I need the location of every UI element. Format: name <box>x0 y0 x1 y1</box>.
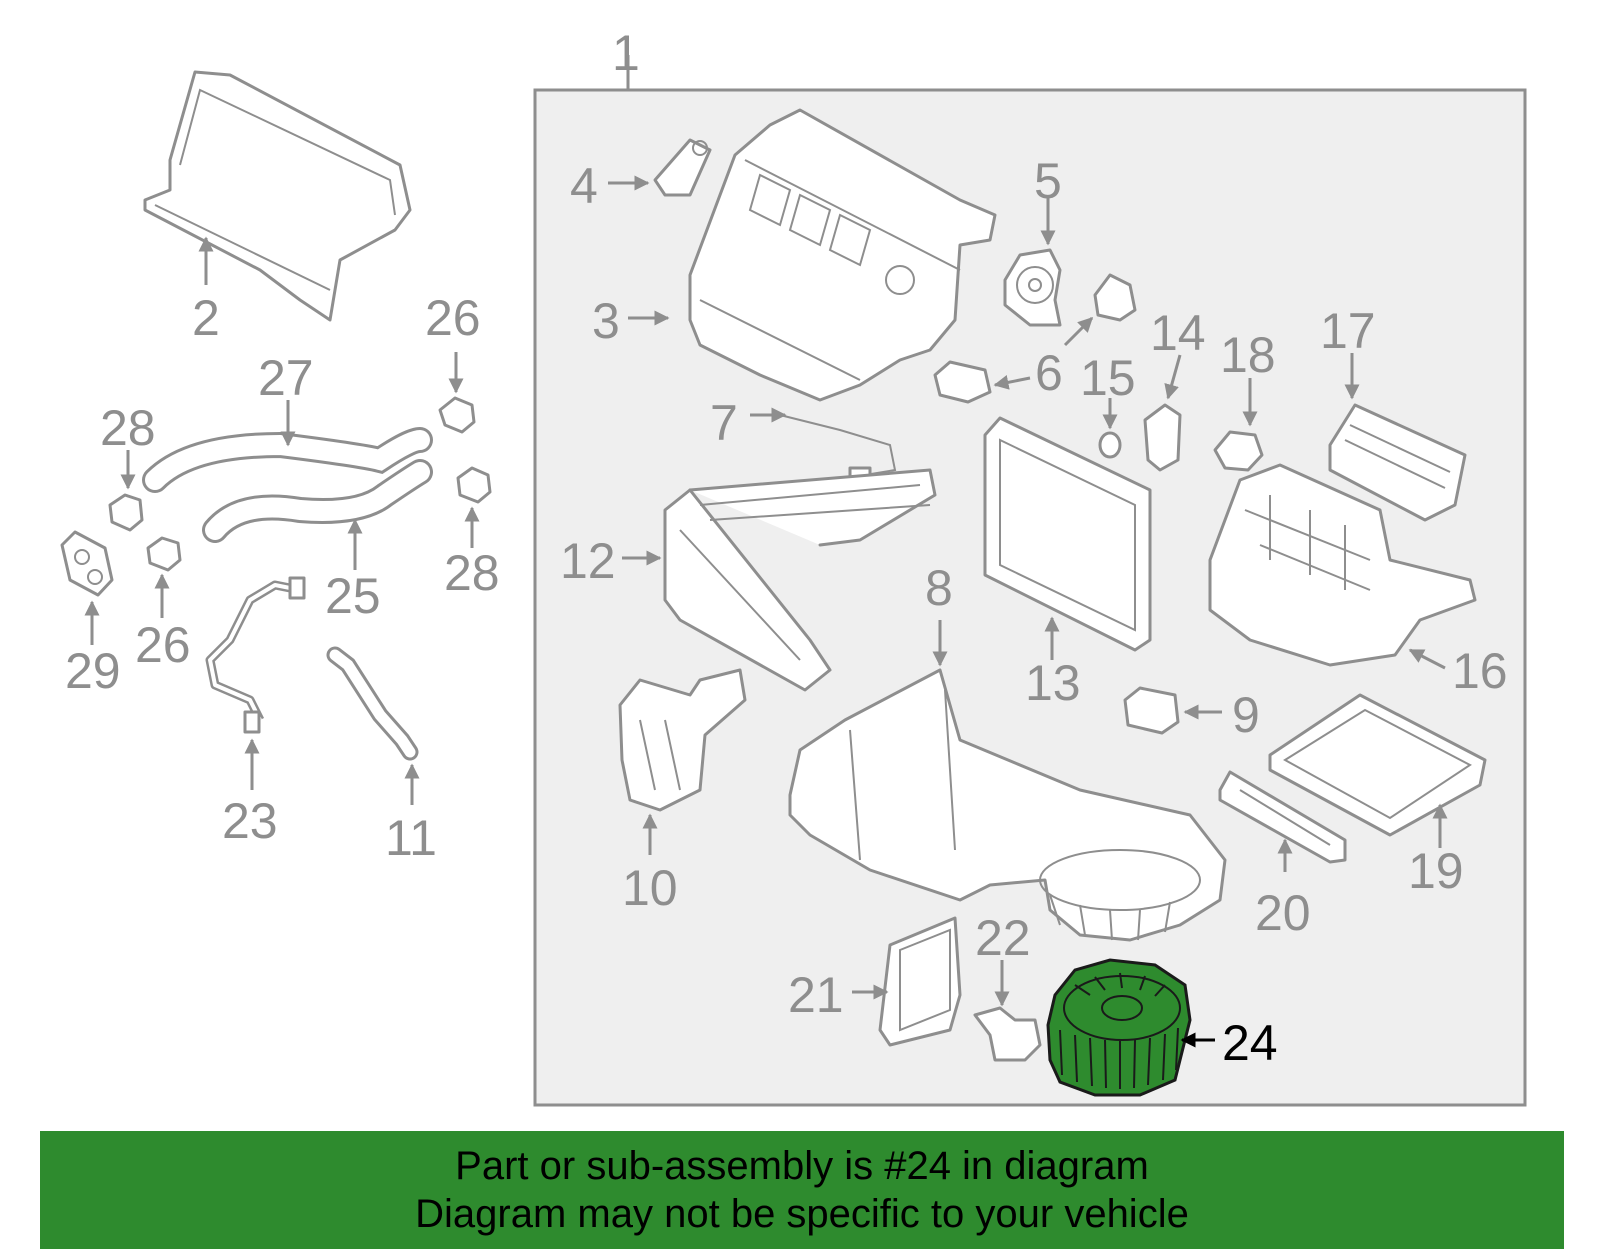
part-21-module[interactable] <box>878 916 962 1047</box>
part-26-clamp-right[interactable] <box>438 396 476 434</box>
callout-6: 6 <box>1035 345 1063 401</box>
callout-27: 27 <box>258 350 314 406</box>
callout-11: 11 <box>385 810 437 866</box>
callout-16: 16 <box>1452 643 1508 699</box>
callout-12: 12 <box>560 533 616 589</box>
callout-26-left: 26 <box>135 617 191 673</box>
callout-25: 25 <box>325 568 381 624</box>
part-24-blower-motor[interactable] <box>1046 958 1192 1097</box>
callout-29: 29 <box>65 643 121 699</box>
callout-23: 23 <box>222 793 278 849</box>
callout-1: 1 <box>612 25 640 81</box>
part-27-hose[interactable] <box>142 427 433 493</box>
callout-24: 24 <box>1222 1015 1278 1071</box>
part-26-clamp-left[interactable] <box>146 536 182 572</box>
part-19-cabin-filter[interactable] <box>1268 693 1487 837</box>
banner-line-1: Part or sub-assembly is #24 in diagram <box>455 1144 1149 1188</box>
part-29-grommet[interactable] <box>60 530 114 597</box>
part-9-resistor[interactable] <box>1123 686 1180 735</box>
part-15-o-ring[interactable] <box>1098 431 1122 459</box>
part-18-sensor[interactable] <box>1213 430 1264 472</box>
part-25-hose[interactable] <box>202 459 433 543</box>
part-22-bracket[interactable] <box>973 1006 1042 1062</box>
callout-26-right: 26 <box>425 290 481 346</box>
callout-13: 13 <box>1025 655 1081 711</box>
part-28-clamp-left[interactable] <box>108 493 144 532</box>
callout-22: 22 <box>975 910 1031 966</box>
part-6-actuators[interactable] <box>933 273 1137 404</box>
callout-14: 14 <box>1150 305 1206 361</box>
callout-10: 10 <box>622 860 678 916</box>
part-5-actuator-motor[interactable] <box>1003 248 1062 327</box>
part-11-hose[interactable] <box>326 646 419 761</box>
banner-line-2: Diagram may not be specific to your vehi… <box>415 1192 1189 1236</box>
callout-5: 5 <box>1034 153 1062 209</box>
part-3-hvac-case[interactable] <box>688 108 997 402</box>
callout-19: 19 <box>1408 843 1464 899</box>
callout-17: 17 <box>1320 303 1376 359</box>
callout-4: 4 <box>570 158 598 214</box>
callout-2: 2 <box>192 290 220 346</box>
callout-3: 3 <box>592 293 620 349</box>
callout-18: 18 <box>1220 327 1276 383</box>
info-banner: Part or sub-assembly is #24 in diagram D… <box>40 1131 1564 1249</box>
part-14-sensor[interactable] <box>1143 403 1182 472</box>
banner-background <box>40 1131 1564 1249</box>
callout-21: 21 <box>788 967 844 1023</box>
callout-28-right: 28 <box>444 545 500 601</box>
callout-20: 20 <box>1255 885 1311 941</box>
part-2-duct[interactable] <box>143 70 412 322</box>
callout-15: 15 <box>1080 350 1136 406</box>
part-16-case-lower[interactable] <box>1208 463 1477 667</box>
callout-labels: 1 2 3 4 5 6 7 8 9 10 11 12 13 14 15 16 1… <box>65 25 1508 1071</box>
callout-28-left: 28 <box>100 400 156 456</box>
part-20-filter-cover[interactable] <box>1218 770 1347 864</box>
callout-8: 8 <box>925 560 953 616</box>
part-8-blower-housing[interactable] <box>788 668 1227 942</box>
part-13-evaporator[interactable] <box>983 416 1152 652</box>
callout-9: 9 <box>1232 687 1260 743</box>
part-23-wiring[interactable] <box>205 576 306 734</box>
part-28-clamp-right[interactable] <box>456 466 492 504</box>
part-17-filter-frame[interactable] <box>1328 403 1467 522</box>
part-12-heater-core[interactable] <box>663 468 937 692</box>
callout-7: 7 <box>710 395 738 451</box>
part-4-actuator[interactable] <box>653 138 712 197</box>
part-10-bracket[interactable] <box>618 668 747 812</box>
